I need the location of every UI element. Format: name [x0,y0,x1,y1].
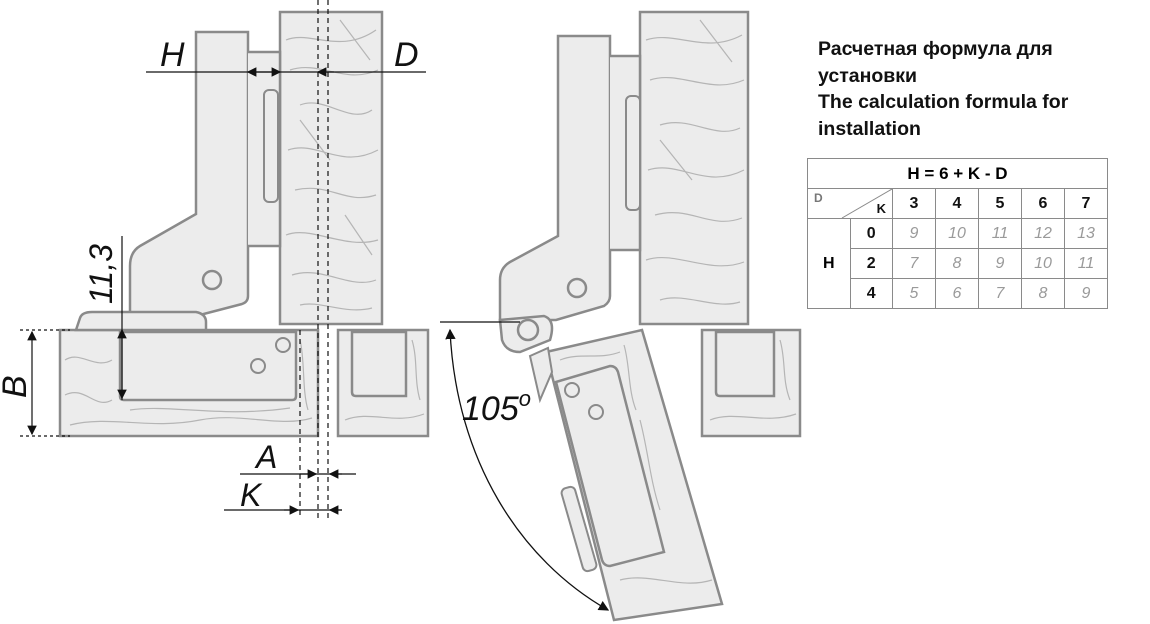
corner-cell: D K [807,188,893,219]
cabinet-top-panel-open [638,10,750,326]
row-h-value: 2 [849,248,893,279]
formula-cell: H = 6 + K - D [807,158,1108,189]
table-cell: 8 [1021,278,1065,309]
door-panel-closed [278,10,384,326]
table-cell: 6 [935,278,979,309]
table-cell: 9 [978,248,1022,279]
table-cell: 7 [978,278,1022,309]
table-row: H 0 9 10 11 12 13 [807,218,1108,309]
row-axis-label-h: H [807,218,851,309]
table-cell: 9 [1064,278,1108,309]
door-panel-open [544,328,724,622]
header-k-6: 6 [1021,188,1065,219]
corner-label-k: K [876,201,886,216]
dim-label-b: B [0,375,34,398]
table-cell: 13 [1064,218,1108,249]
title-en-line-1: The calculation formula for [818,91,1069,113]
dim-label-11-3: 11,3 [83,244,119,304]
table-cell: 12 [1021,218,1065,249]
dim-label-k: K [240,477,263,513]
corner-diagonal [841,189,892,218]
title-ru-line-1: Расчетная формула для [818,38,1053,60]
formula-title: Расчетная формула для установки The calc… [818,36,1138,142]
table-formula-row: H = 6 + K - D [807,158,1108,189]
table-cell: 10 [1021,248,1065,279]
title-ru-line-2: установки [818,64,918,87]
table-header-row: D K 3 4 5 6 7 [807,188,1108,219]
table-cell: 8 [935,248,979,279]
header-k-5: 5 [978,188,1022,219]
cabinet-side-right [336,328,430,438]
opening-angle-arc [440,321,610,611]
table-cell: 9 [892,218,936,249]
table-cell: 7 [892,248,936,279]
hinge-arm-closed [74,30,282,332]
title-en-line-2: installation [818,117,921,140]
header-k-4: 4 [935,188,979,219]
dimension-lines-closed [20,0,426,518]
header-k-7: 7 [1064,188,1108,219]
table-cell: 11 [1064,248,1108,279]
table-row: 2 7 8 9 10 11 [808,248,1108,279]
table-cell: 10 [935,218,979,249]
angle-label: 105o [462,386,531,428]
calculation-table: H = 6 + K - D D K 3 4 5 6 7 H 0 9 10 11 … [807,158,1108,309]
table-row: 4 5 6 7 8 9 [808,278,1108,309]
open-hinge-view: 105o [440,10,802,622]
row-h-value: 4 [849,278,893,309]
header-k-3: 3 [892,188,936,219]
dim-label-a: A [254,439,277,475]
cabinet-side-left [58,328,320,438]
dim-label-d: D [394,36,419,74]
corner-label-d: D [814,191,823,205]
row-h-value: 0 [849,218,893,249]
dim-label-h: H [160,36,185,74]
cabinet-side-open [700,328,802,438]
table-cell: 5 [892,278,936,309]
closed-hinge-view: H D 11,3 B A K [0,0,430,518]
table-cell: 11 [978,218,1022,249]
